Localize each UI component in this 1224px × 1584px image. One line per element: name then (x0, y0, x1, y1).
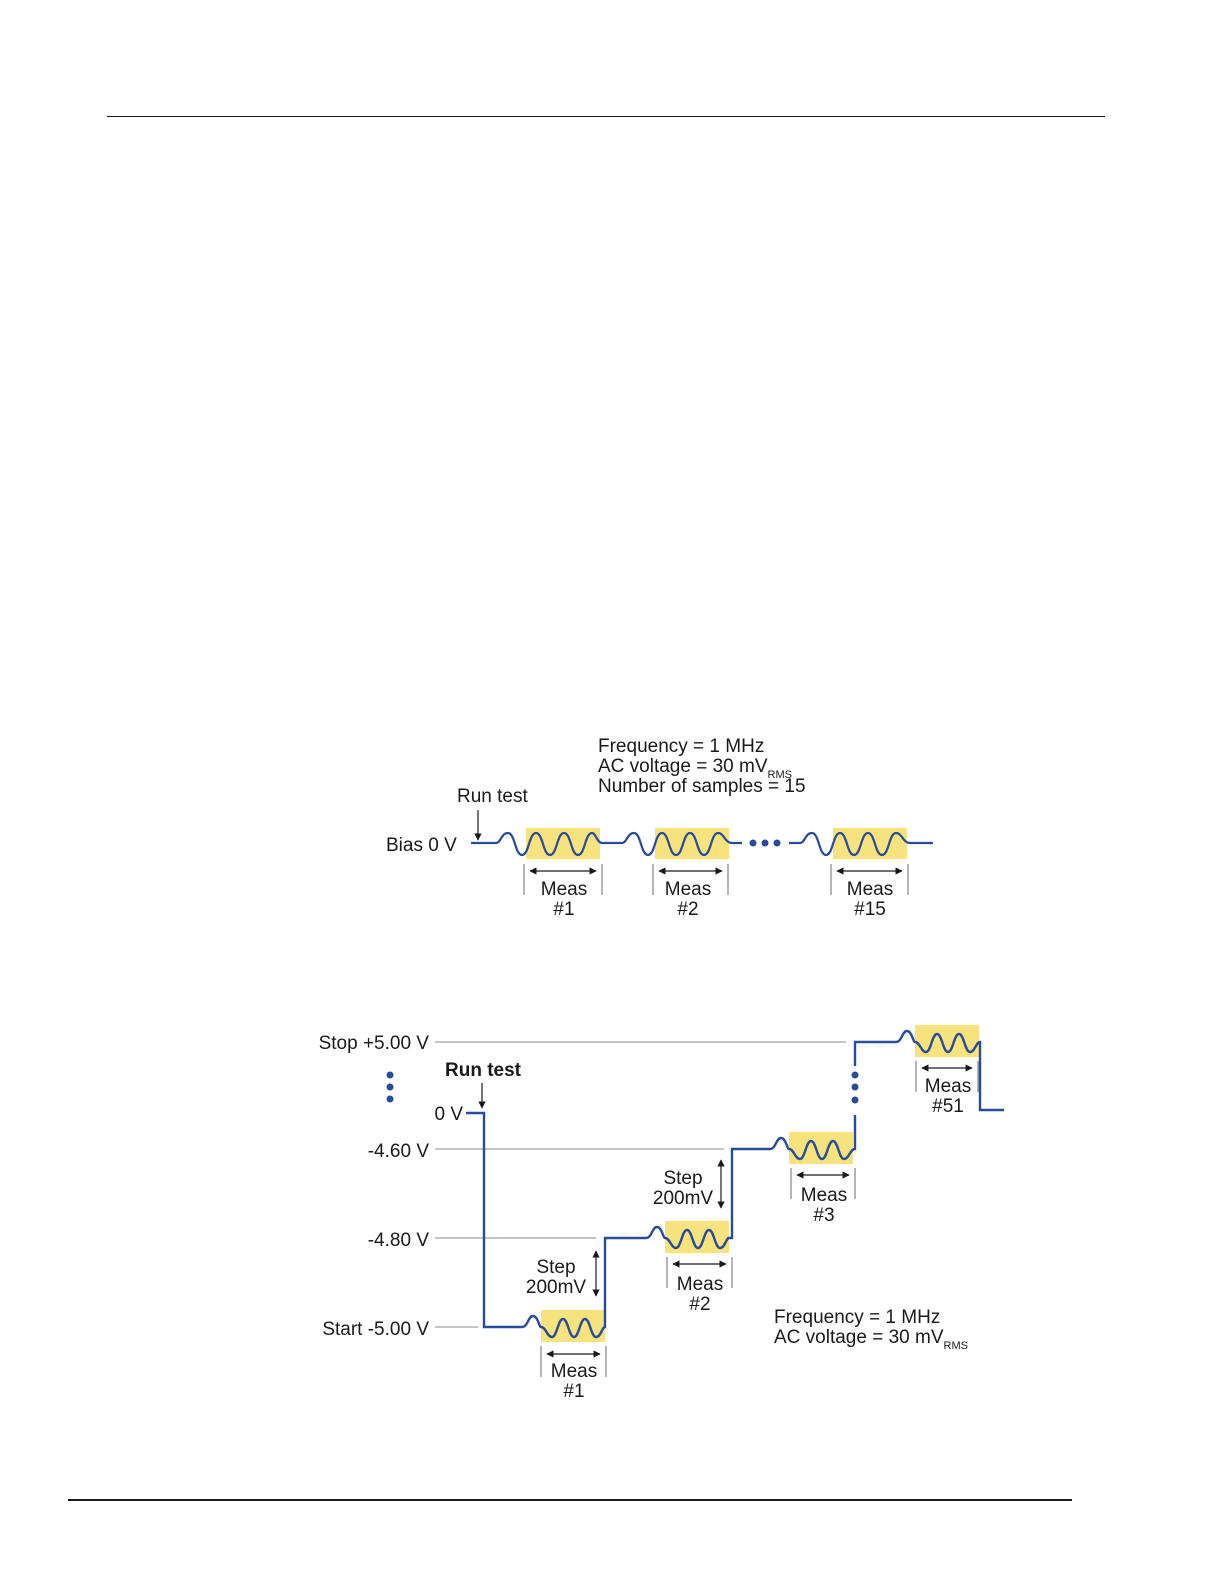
meas-number: #2 (689, 1294, 710, 1315)
meas-number: #1 (553, 899, 574, 920)
step-annotation-1: Step 200mV (526, 1251, 596, 1298)
meas-number: #51 (932, 1096, 964, 1117)
step-value: 200mV (526, 1277, 587, 1298)
meas-label: Meas (551, 1361, 597, 1382)
meas-bracket-1: Meas #1 (541, 1346, 606, 1402)
meas-number: #1 (563, 1381, 584, 1402)
meas-bracket-1: Meas #1 (524, 864, 602, 920)
ellipsis-dot (387, 1072, 394, 1079)
meas-number: #2 (677, 899, 698, 920)
ellipsis-dot (750, 840, 757, 847)
step-annotation-2: Step 200mV (653, 1160, 721, 1209)
ellipsis-dot (387, 1096, 394, 1103)
level-minus-4-80-label: -4.80 V (368, 1230, 430, 1251)
meas-number: #3 (813, 1205, 834, 1226)
frequency-label: Frequency = 1 MHz (774, 1307, 940, 1328)
bias-label: Bias 0 V (386, 835, 457, 856)
sweep-diagram: Stop +5.00 V 0 V -4.60 V -4.80 V Start -… (319, 1025, 1004, 1402)
meas-label: Meas (925, 1076, 971, 1097)
meas-bracket-2: Meas #2 (667, 1257, 732, 1315)
start-level-label: Start -5.00 V (322, 1319, 429, 1340)
ellipsis-dot (387, 1084, 394, 1091)
stop-level-label: Stop +5.00 V (319, 1033, 430, 1054)
step-value: 200mV (653, 1188, 714, 1209)
meas-label: Meas (541, 879, 587, 900)
level-minus-4-60-label: -4.60 V (368, 1141, 430, 1162)
run-test-label: Run test (457, 786, 528, 807)
step-label: Step (663, 1168, 702, 1189)
meas-label: Meas (847, 879, 893, 900)
frequency-label: Frequency = 1 MHz (598, 736, 764, 757)
ac-voltage-label: AC voltage = 30 mVRMS (774, 1327, 968, 1352)
meas-bracket-2: Meas #2 (653, 864, 728, 920)
meas-bracket-51: Meas #51 (916, 1061, 978, 1117)
meas-label: Meas (665, 879, 711, 900)
run-test-label: Run test (445, 1060, 522, 1081)
samples-label: Number of samples = 15 (598, 776, 806, 797)
meas-bracket-15: Meas #15 (831, 864, 908, 920)
ellipsis-dot (852, 1072, 859, 1079)
zero-level-label: 0 V (434, 1104, 463, 1125)
step-label: Step (536, 1257, 575, 1278)
sampling-diagram: Frequency = 1 MHz AC voltage = 30 mVRMS … (386, 736, 933, 920)
rms-subscript: RMS (944, 1340, 968, 1352)
meas-number: #15 (854, 899, 886, 920)
ellipsis-dot (852, 1084, 859, 1091)
meas-label: Meas (801, 1185, 847, 1206)
ellipsis-dot (774, 840, 781, 847)
meas-label: Meas (677, 1274, 723, 1295)
ellipsis-dot (762, 840, 769, 847)
meas-bracket-3: Meas #3 (791, 1168, 855, 1226)
ellipsis-dot (852, 1097, 859, 1104)
